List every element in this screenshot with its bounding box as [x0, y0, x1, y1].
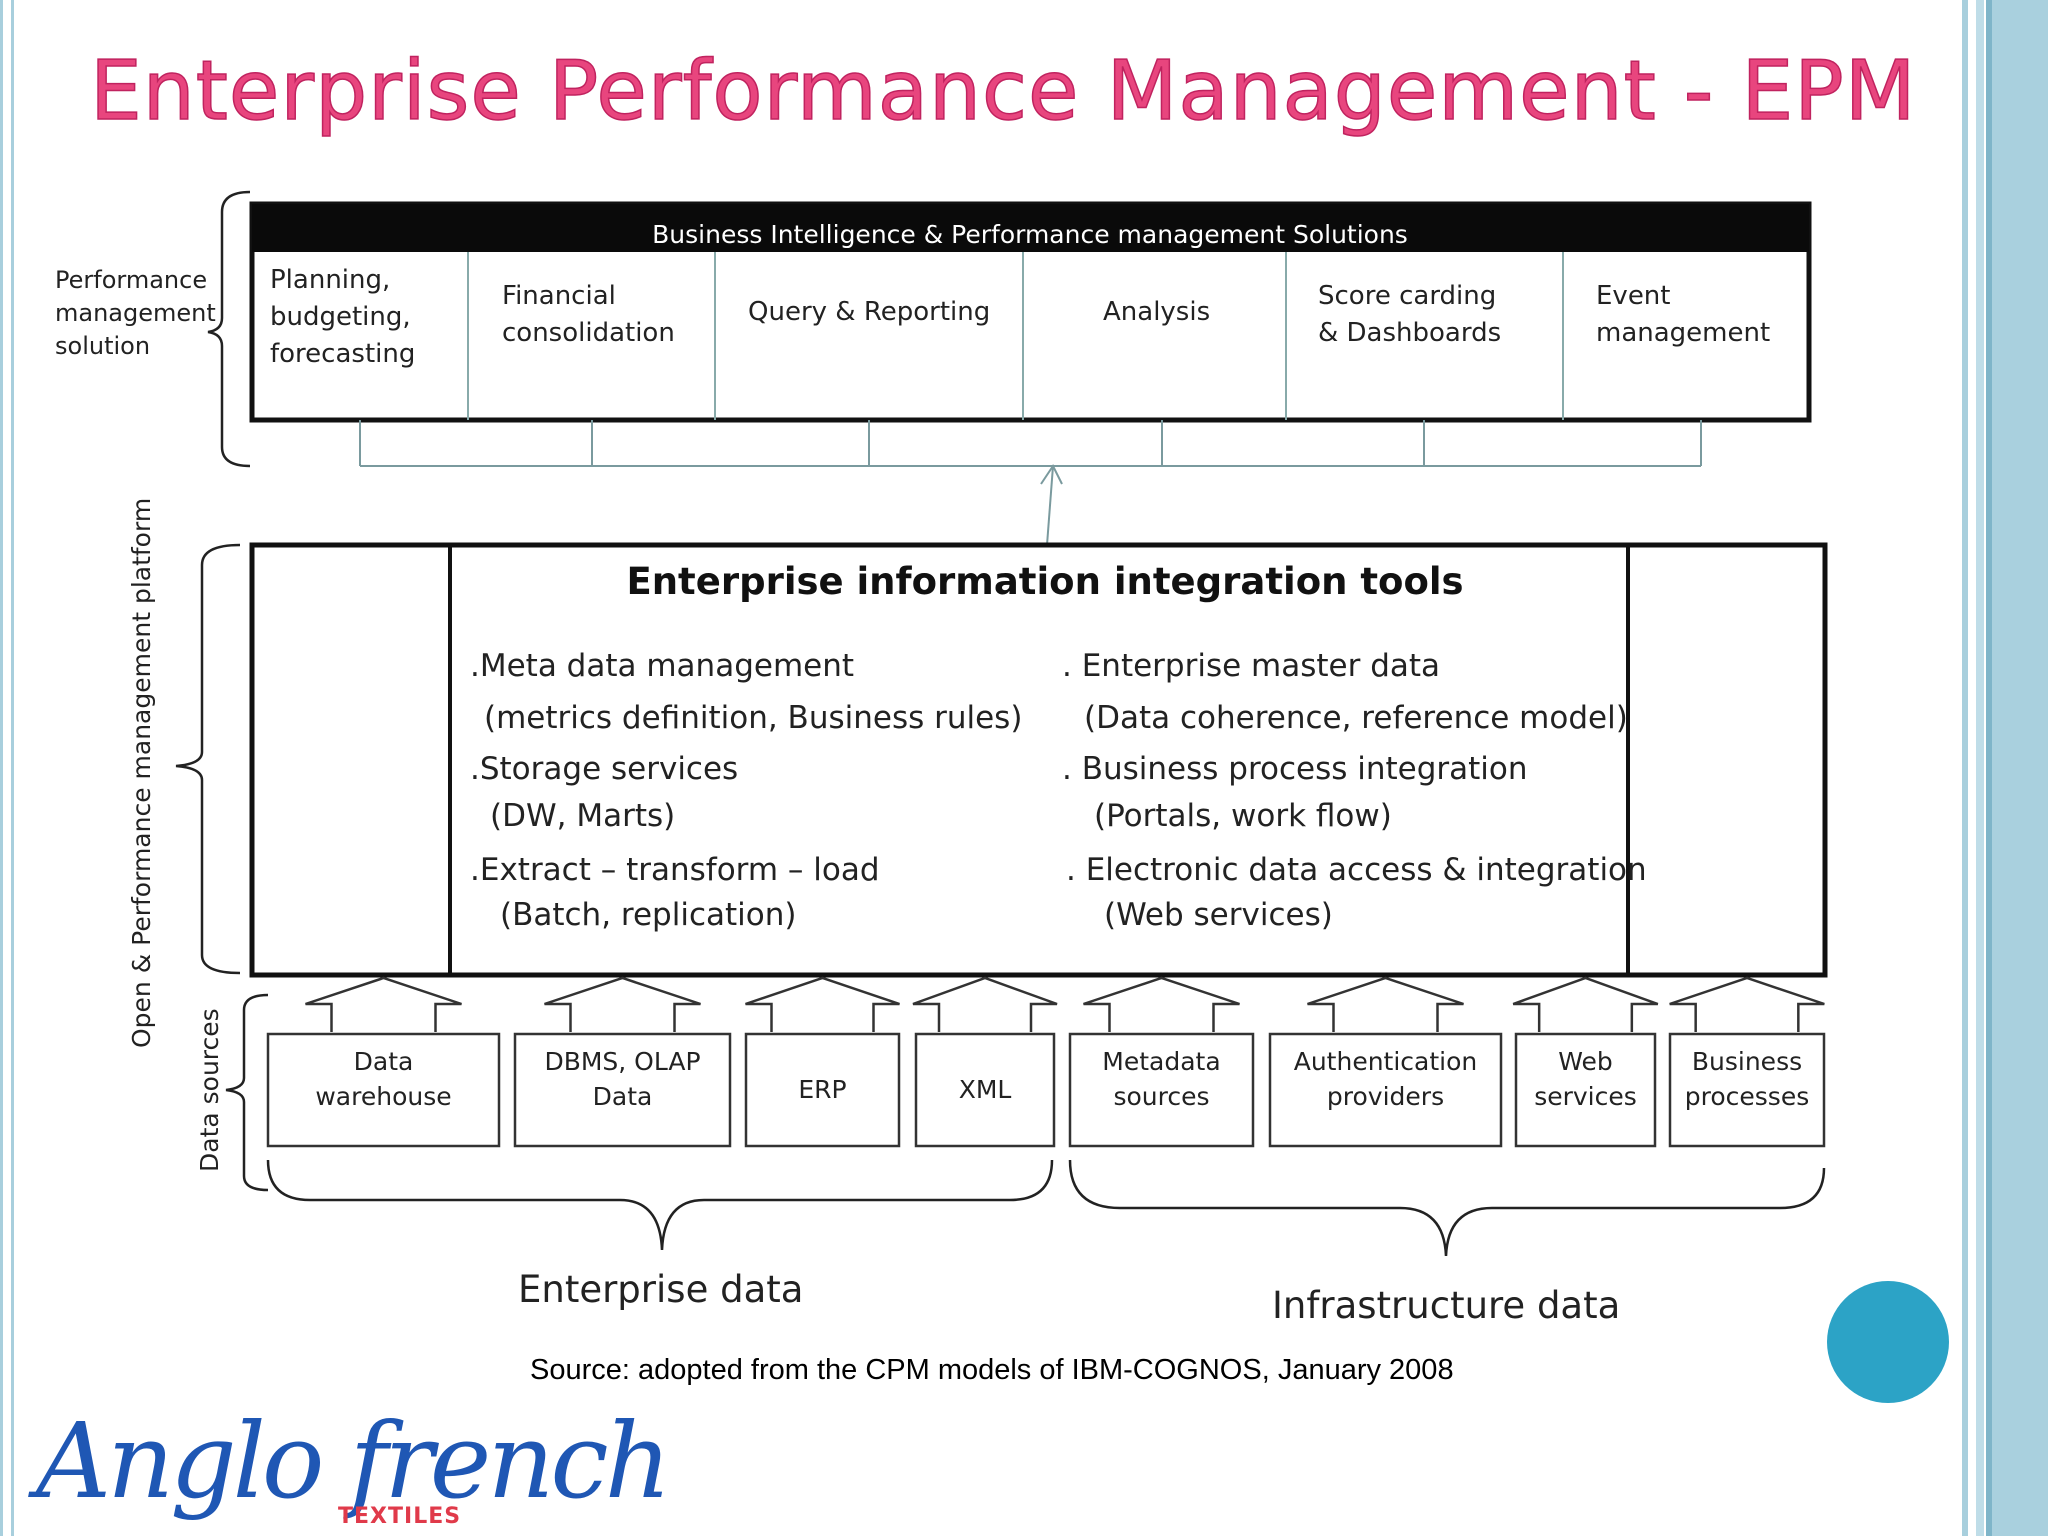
bi-cell-4-line-0: Score carding	[1318, 281, 1496, 311]
source-box-0-line-0: Data	[354, 1047, 414, 1076]
bi-cell-0-line-1: budgeting,	[270, 302, 411, 332]
source-box-5-line-0: Authentication	[1294, 1047, 1478, 1076]
source-box-1-line-1: Data	[593, 1082, 653, 1111]
source-box-0	[266, 1032, 501, 1148]
logo-subtitle: TEXTILES	[338, 1504, 462, 1529]
bi-header-text: Business Intelligence & Performance mana…	[652, 220, 1408, 249]
source-box-7-line-1: processes	[1685, 1082, 1809, 1111]
eii-right-item-2: . Business process integration	[1062, 751, 1528, 787]
bi-cell-0-line-0: Planning,	[270, 265, 390, 295]
bi-cell-dividers	[467, 252, 1564, 420]
source-box-1	[513, 1032, 732, 1148]
source-arrow-7	[1669, 976, 1825, 1032]
source-box-5-line-1: providers	[1327, 1082, 1444, 1111]
source-box-5	[1268, 1032, 1503, 1148]
eii-right-item-4: . Electronic data access & integration	[1066, 852, 1647, 888]
eii-lists: .Meta data management (metrics definition…	[470, 648, 1647, 933]
eii-box	[249, 542, 1828, 978]
bi-cell-5-line-0: Event	[1596, 281, 1670, 311]
bi-cell-4-line-1: & Dashboards	[1318, 318, 1501, 348]
source-arrow-6	[1512, 976, 1659, 1032]
sources-brace	[225, 993, 269, 1192]
bi-cell-2-line-0: Query & Reporting	[748, 297, 990, 327]
eii-left-item-4: .Extract – transform – load	[470, 852, 880, 888]
sources-label: Data sources	[195, 1008, 224, 1172]
source-box-6	[1514, 1032, 1657, 1148]
source-box-3	[914, 1032, 1056, 1148]
source-arrow-4	[1083, 976, 1240, 1032]
slide-border-left	[0, 0, 14, 1536]
source-box-4-line-0: Metadata	[1102, 1047, 1220, 1076]
eii-right-item-1: (Data coherence, reference model)	[1084, 700, 1628, 736]
source-arrow-2	[745, 976, 900, 1032]
next-slide-button[interactable]	[1827, 1281, 1949, 1403]
bi-cell-1-line-0: Financial	[502, 281, 616, 311]
enterprise-data-label: Enterprise data	[518, 1268, 803, 1311]
eii-left-item-3: (DW, Marts)	[490, 798, 675, 834]
source-arrow-3	[912, 976, 1058, 1032]
platform-brace	[175, 543, 241, 975]
pm-label-line-3: solution	[55, 332, 150, 360]
platform-label: Open & Performance management platform	[127, 498, 156, 1048]
bi-connectors	[359, 420, 1702, 546]
pm-label-line-2: management	[55, 299, 216, 327]
slide-border-right	[1962, 0, 2048, 1536]
slide-title: Enterprise Performance Management - EPM	[89, 43, 1917, 140]
source-box-6-line-1: services	[1534, 1082, 1637, 1111]
source-box-2-line-0: ERP	[798, 1075, 846, 1104]
bi-cell-1-line-1: consolidation	[502, 318, 675, 348]
source-box-7	[1668, 1032, 1826, 1148]
source-box-6-line-0: Web	[1558, 1047, 1613, 1076]
infrastructure-data-label: Infrastructure data	[1272, 1284, 1620, 1327]
enterprise-data-brace	[266, 1159, 1054, 1251]
eii-left-item-0: .Meta data management	[470, 648, 854, 684]
source-arrow-1	[544, 976, 701, 1032]
source-arrow-5	[1307, 976, 1464, 1032]
source-box-3-line-0: XML	[959, 1075, 1012, 1104]
source-box-1-line-0: DBMS, OLAP	[544, 1047, 700, 1076]
pm-label-line-1: Performance	[55, 266, 207, 294]
source-box-0-line-1: warehouse	[315, 1082, 451, 1111]
bi-cells: Planning, budgeting, forecasting Financial c…	[270, 265, 1770, 369]
source-arrow-0	[305, 976, 462, 1032]
eii-right-item-3: (Portals, work flow)	[1094, 798, 1392, 834]
source-citation: Source: adopted from the CPM models of I…	[530, 1354, 1454, 1386]
bi-cell-0-line-2: forecasting	[270, 339, 415, 369]
source-box-4	[1068, 1032, 1255, 1148]
bi-cell-5-line-1: management	[1596, 318, 1770, 348]
source-box-7-line-0: Business	[1692, 1047, 1802, 1076]
eii-left-item-2: .Storage services	[470, 751, 738, 787]
eii-title: Enterprise information integration tools	[626, 560, 1463, 603]
infrastructure-data-brace	[1068, 1159, 1826, 1257]
eii-left-item-5: (Batch, replication)	[500, 897, 796, 933]
source-box-4-line-1: sources	[1113, 1082, 1209, 1111]
pm-brace	[207, 190, 251, 468]
eii-left-item-1: (metrics definition, Business rules)	[484, 700, 1022, 736]
eii-right-item-0: . Enterprise master data	[1062, 648, 1440, 684]
eii-right-item-5: (Web services)	[1104, 897, 1333, 933]
source-box-2	[744, 1032, 901, 1148]
bi-header-bar	[252, 204, 1809, 252]
bi-cell-3-line-0: Analysis	[1103, 297, 1210, 327]
anglo-french-logo: Anglo french	[36, 1400, 672, 1522]
